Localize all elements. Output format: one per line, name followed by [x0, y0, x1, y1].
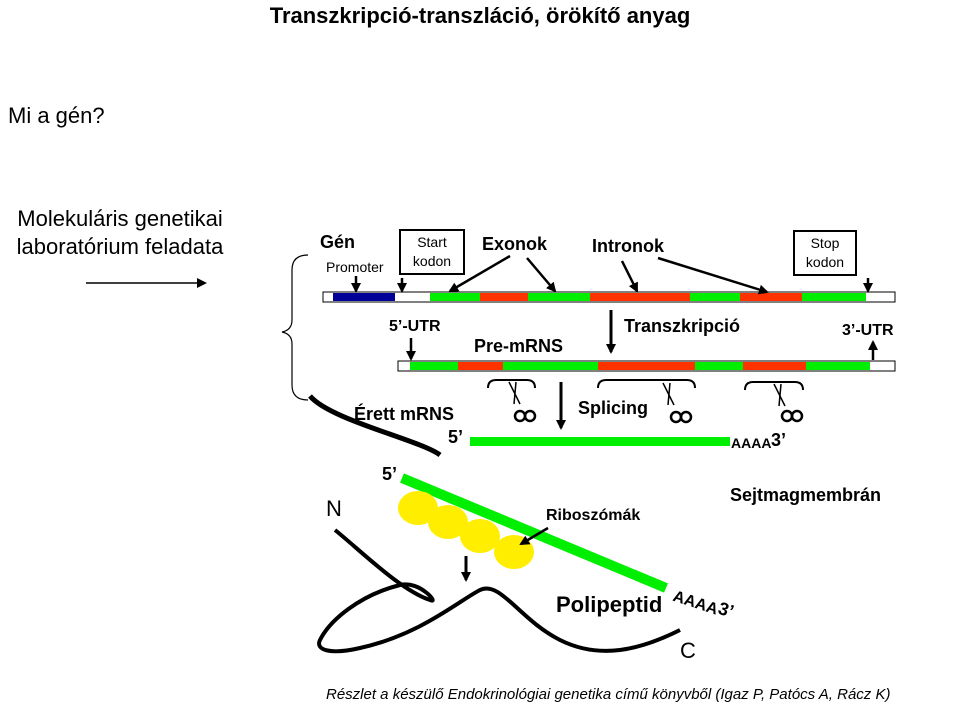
utr5-label: 5’-UTR — [389, 318, 441, 335]
polipeptid-label: Polipeptid — [556, 592, 663, 617]
intron-segment — [480, 293, 528, 301]
transzkripcio-label: Transzkripció — [624, 316, 741, 336]
premrns-label: Pre-mRNS — [474, 336, 564, 356]
intron-segment — [740, 293, 802, 301]
mature-five-prime-label: 5’ — [448, 427, 464, 447]
premrna-bar — [397, 360, 896, 372]
start-codon-box: Start kodon — [399, 229, 465, 275]
intronok-label: Intronok — [592, 236, 664, 256]
scissors-icon — [508, 381, 537, 423]
exon-segment — [695, 362, 743, 370]
page-title: Transzkripció-transzláció, örökítő anyag — [269, 3, 691, 28]
scissors-icon — [773, 383, 804, 423]
n-terminus-label: N — [326, 496, 342, 521]
mature-polya-label: AAAA — [731, 435, 772, 451]
mature-mrna-bar — [470, 437, 730, 446]
intron-bracket — [597, 379, 696, 389]
intron-segment — [598, 362, 695, 370]
exon-segment — [806, 362, 870, 370]
exon-segment — [503, 362, 598, 370]
exon-segment — [690, 293, 740, 301]
intron-segment — [590, 293, 690, 301]
intron-segment — [743, 362, 806, 370]
ribosome — [460, 519, 500, 553]
exon-segment — [410, 362, 458, 370]
question-text: Mi a gén? — [8, 103, 105, 128]
exon-arrow — [526, 257, 557, 293]
scissors-icon — [662, 382, 693, 424]
stop-codon-line-2: kodon — [805, 254, 845, 270]
gene-bar — [322, 291, 896, 303]
exon-segment — [802, 293, 866, 301]
left-brace — [281, 254, 309, 401]
c-terminus-label: C — [680, 638, 696, 663]
promoter-label: Promoter — [326, 259, 384, 275]
start-codon-line-1: Start — [417, 234, 447, 250]
intron-bracket — [487, 379, 536, 389]
intro-line-2: laboratórium feladata — [16, 234, 224, 259]
source-caption: Részlet a készülő Endokrinológiai geneti… — [326, 686, 891, 703]
ribosome — [398, 491, 438, 525]
stop-codon-line-1: Stop — [810, 235, 840, 251]
exon-arrow — [448, 254, 511, 293]
splicing-label: Splicing — [578, 398, 649, 418]
exonok-label: Exonok — [482, 234, 548, 254]
riboszomak-label: Riboszómák — [546, 507, 641, 524]
ribosome — [428, 505, 468, 539]
mature-three-prime-label: 3’ — [771, 430, 787, 450]
stop-codon-box: Stop kodon — [793, 230, 857, 276]
gen-label: Gén — [320, 232, 356, 252]
sejtmagmembran-label: Sejtmagmembrán — [730, 485, 882, 505]
intron-arrow — [657, 256, 769, 295]
polypeptide-chain — [317, 528, 681, 654]
nuclear-membrane — [308, 394, 442, 458]
intro-text: Molekuláris genetikai laboratórium felad… — [2, 205, 238, 261]
ribosome-arrow — [519, 526, 549, 546]
intron-arrow — [620, 260, 639, 293]
intro-line-1: Molekuláris genetikai — [17, 206, 223, 231]
start-codon-line-2: kodon — [412, 253, 452, 269]
intron-segment — [458, 362, 503, 370]
erett-mrns-label: Érett mRNS — [354, 404, 455, 424]
promoter-segment — [333, 293, 395, 301]
cytoplasm-five-prime-label: 5’ — [382, 464, 398, 484]
cytoplasm-mrna — [400, 473, 668, 593]
utr3-label: 3’-UTR — [842, 322, 894, 339]
intron-bracket — [744, 381, 804, 391]
exon-segment — [430, 293, 480, 301]
exon-segment — [528, 293, 590, 301]
